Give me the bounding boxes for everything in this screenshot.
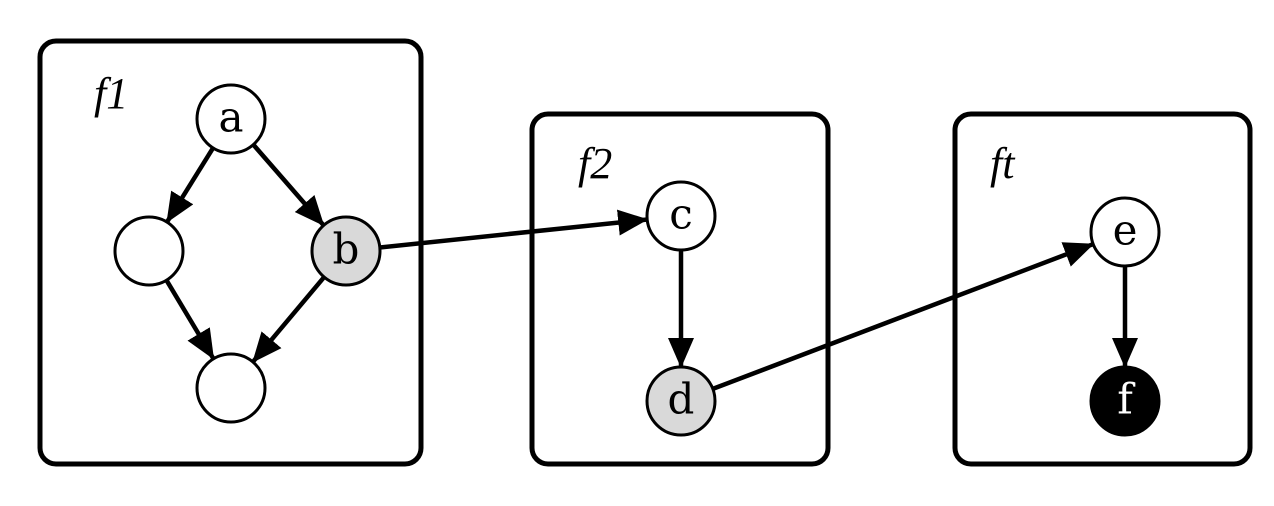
node-f-label: f xyxy=(1117,375,1136,424)
frame-f1: f1 xyxy=(37,38,424,467)
node-e: e xyxy=(1089,196,1161,268)
edge-b-to-bottom xyxy=(251,275,326,363)
frame-ft-label: ft xyxy=(990,139,1016,188)
edge-b-to-c xyxy=(379,209,649,250)
node-a-label: a xyxy=(218,93,243,142)
edge-d-to-e xyxy=(711,242,1095,392)
frame-ft: ft xyxy=(952,111,1253,467)
node-bottom-circle xyxy=(195,352,267,424)
node-f: f xyxy=(1089,365,1161,437)
node-e-circle xyxy=(1089,196,1161,268)
node-c: c xyxy=(645,180,717,252)
node-a: a xyxy=(195,83,267,155)
node-c-label: c xyxy=(669,190,693,239)
nodes: a b c d e f xyxy=(113,83,1161,437)
frame-f2-label: f2 xyxy=(578,139,612,188)
frame-ft-box xyxy=(952,111,1253,467)
edges xyxy=(164,143,1138,392)
node-left-circle xyxy=(113,215,185,287)
node-a-circle xyxy=(195,83,267,155)
frame-f2: f2 xyxy=(529,111,831,467)
frame-f1-label: f1 xyxy=(94,69,128,118)
node-c-circle xyxy=(645,180,717,252)
node-e-label: e xyxy=(1113,206,1138,255)
frame-f2-box xyxy=(529,111,831,467)
node-d-circle xyxy=(645,365,717,437)
node-bottom xyxy=(195,352,267,424)
node-f-circle xyxy=(1089,365,1161,437)
edge-a-to-left xyxy=(165,146,215,223)
node-b: b xyxy=(310,215,382,287)
node-left xyxy=(113,215,185,287)
edge-left-to-bottom xyxy=(164,279,215,360)
node-b-circle xyxy=(310,215,382,287)
node-d: d xyxy=(645,365,717,437)
frame-f1-box xyxy=(37,38,424,467)
node-d-label: d xyxy=(668,375,695,424)
edge-a-to-b xyxy=(251,143,325,227)
node-b-label: b xyxy=(333,225,360,274)
